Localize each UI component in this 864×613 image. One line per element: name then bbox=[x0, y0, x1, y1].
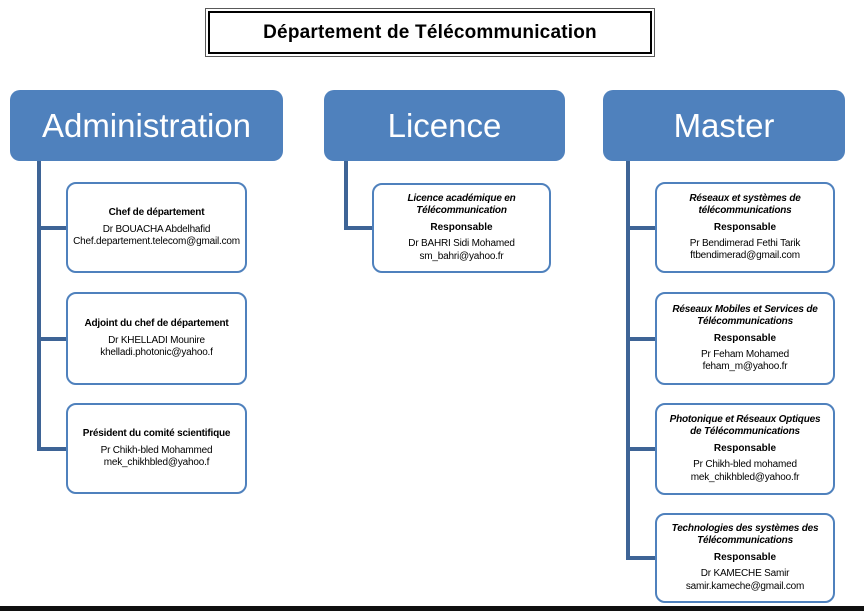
connector-line bbox=[626, 161, 630, 560]
node-responsable-label: Responsable bbox=[430, 222, 493, 233]
node-title: Réseaux Mobiles et Services de Télécommu… bbox=[672, 303, 818, 327]
node-email: Chef.departement.telecom@gmail.com bbox=[73, 236, 240, 247]
node-person-name: Dr KAMECHE Samir bbox=[700, 568, 790, 579]
node-email: ftbendimerad@gmail.com bbox=[690, 250, 800, 261]
connector-line bbox=[344, 161, 348, 230]
chart-title-box: Département de Télécommunication bbox=[205, 8, 655, 57]
node-person-name: Pr Feham Mohamed bbox=[701, 348, 789, 360]
column-header-licence: Licence bbox=[324, 90, 565, 161]
connector-line bbox=[626, 447, 655, 451]
column-header-label: Master bbox=[673, 106, 775, 144]
node-email: feham_m@yahoo.fr bbox=[702, 361, 788, 372]
node-box-master-2: Photonique et Réseaux Optiques de Téléco… bbox=[655, 403, 835, 495]
node-box-administration-1: Adjoint du chef de département Dr KHELLAD… bbox=[66, 292, 247, 385]
column-header-label: Licence bbox=[387, 106, 502, 144]
connector-line bbox=[37, 161, 41, 451]
node-box-master-3: Technologies des systèmes des Télécommun… bbox=[655, 513, 835, 603]
node-responsable-label: Responsable bbox=[713, 443, 777, 454]
node-box-master-0: Réseaux et systèmes de télécommunication… bbox=[655, 182, 835, 273]
node-email: mek_chikhbled@yahoo.f bbox=[103, 457, 210, 468]
connector-line bbox=[626, 336, 655, 341]
node-email: samir.kameche@gmail.com bbox=[685, 580, 805, 592]
node-title: Adjoint du chef de département bbox=[84, 317, 229, 329]
connector-line bbox=[344, 226, 372, 230]
node-person-name: Pr Bendimerad Fethi Tarik bbox=[689, 237, 801, 249]
node-responsable-label: Responsable bbox=[713, 332, 777, 344]
node-title: Photonique et Réseaux Optiques de Téléco… bbox=[669, 414, 821, 437]
node-title: Technologies des systèmes des Télécommun… bbox=[671, 523, 819, 546]
node-box-master-1: Réseaux Mobiles et Services de Télécommu… bbox=[655, 292, 835, 385]
node-email: khelladi.photonic@yahoo.f bbox=[100, 347, 213, 358]
node-person-name: Dr BAHRI Sidi Mohamed bbox=[408, 238, 515, 249]
node-person-name: Pr Chikh-bled mohamed bbox=[693, 459, 797, 470]
connector-line bbox=[626, 556, 655, 560]
node-box-administration-2: Président du comité scientifique Pr Chikh… bbox=[66, 403, 247, 494]
node-person-name: Dr BOUACHA Abdelhafid bbox=[102, 223, 211, 235]
connector-line bbox=[37, 446, 66, 451]
node-responsable-label: Responsable bbox=[713, 552, 777, 563]
node-title: Licence académique en Télécommunication bbox=[407, 193, 516, 216]
connector-line bbox=[37, 225, 66, 230]
node-email: mek_chikhbled@yahoo.fr bbox=[690, 471, 800, 483]
node-title: Président du comité scientifique bbox=[82, 427, 231, 439]
node-title: Chef de département bbox=[108, 206, 205, 218]
node-title: Réseaux et systèmes de télécommunication… bbox=[689, 192, 801, 216]
node-email: sm_bahri@yahoo.fr bbox=[419, 250, 504, 262]
column-header-master: Master bbox=[603, 90, 845, 161]
column-header-label: Administration bbox=[41, 106, 252, 144]
node-person-name: Dr KHELLADI Mounire bbox=[108, 334, 205, 346]
chart-title: Département de Télécommunication bbox=[208, 11, 652, 54]
node-box-administration-0: Chef de département Dr BOUACHA Abdelhafid… bbox=[66, 182, 247, 273]
node-person-name: Pr Chikh-bled Mohammed bbox=[100, 444, 213, 456]
connector-line bbox=[37, 336, 66, 341]
bottom-divider bbox=[0, 606, 864, 611]
column-header-administration: Administration bbox=[10, 90, 283, 161]
connector-line bbox=[626, 225, 655, 230]
node-responsable-label: Responsable bbox=[713, 221, 777, 233]
